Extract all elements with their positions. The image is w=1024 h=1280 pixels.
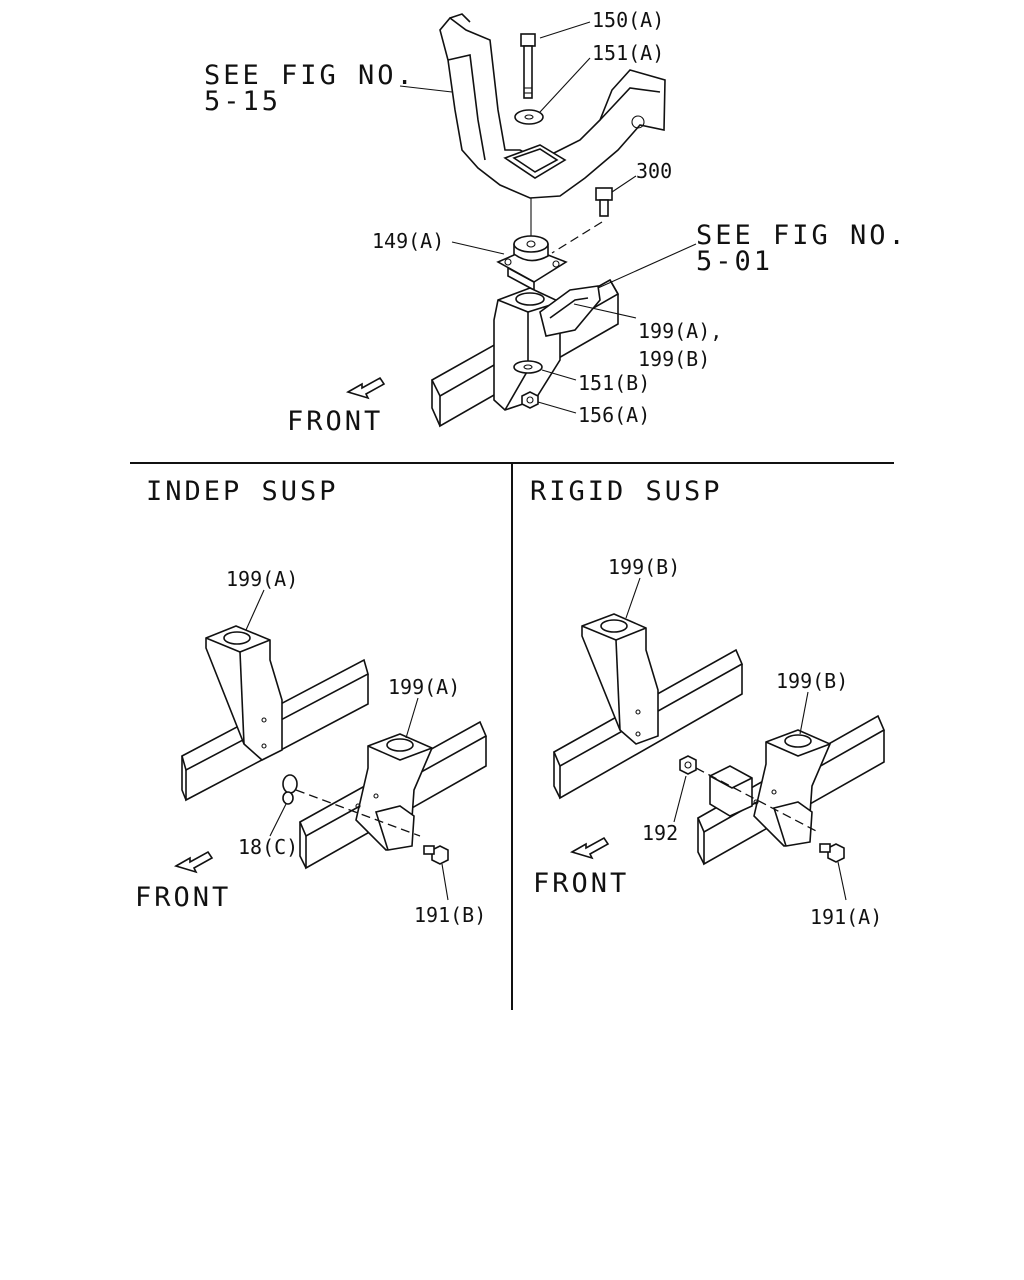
washer-151b [513, 360, 543, 374]
see-fig-5-15-line2: 5-15 [204, 86, 281, 117]
see-fig-5-15-line1: SEE FIG NO. [204, 60, 416, 91]
front-label-top: FRONT [287, 406, 383, 437]
callout-191b: 191(B) [414, 903, 486, 927]
nut-192 [679, 755, 697, 775]
callout-199a-bottom: 199(A) [388, 675, 460, 699]
callout-199a-top: 199(A) [226, 567, 298, 591]
callout-149a: 149(A) [372, 229, 444, 253]
see-fig-5-01-line2: 5-01 [696, 246, 773, 277]
bolt-150a [520, 33, 536, 99]
indep-susp-panel: INDEP SUSP [135, 476, 488, 927]
nut-156a [521, 391, 539, 409]
callout-300: 300 [636, 159, 672, 183]
mount-149a [496, 235, 568, 292]
cab-bracket [439, 13, 666, 199]
rigid-susp-title: RIGID SUSP [530, 476, 723, 507]
callout-191a: 191(A) [810, 905, 882, 929]
bolt-191b [423, 845, 449, 865]
top-assembly: SEE FIG NO. 5-15 SEE FIG NO. 5-01 FRONT … [204, 8, 908, 437]
callout-199ab-line1: 199(A), [638, 319, 722, 343]
front-label-left: FRONT [135, 882, 231, 913]
callout-156a: 156(A) [578, 403, 650, 427]
callout-199b-bottom: 199(B) [776, 669, 848, 693]
indep-susp-title: INDEP SUSP [146, 476, 339, 507]
callout-151a: 151(A) [592, 41, 664, 65]
callout-151b: 151(B) [578, 371, 650, 395]
clip-18c [282, 774, 298, 805]
callout-18c: 18(C) [238, 835, 298, 859]
callout-192: 192 [642, 821, 678, 845]
front-arrow-right [569, 836, 610, 860]
bolt-191a [819, 843, 845, 863]
callout-199b-top: 199(B) [608, 555, 680, 579]
rigid-susp-panel: RIGID SUSP [530, 476, 886, 929]
callout-199ab-line2: 199(B) [638, 347, 710, 371]
bolt-300 [595, 187, 613, 217]
front-arrow-left [173, 850, 214, 874]
front-arrow-top [345, 376, 386, 400]
washer-151a [514, 109, 544, 125]
see-fig-5-01-line1: SEE FIG NO. [696, 220, 908, 251]
callout-150a: 150(A) [592, 8, 664, 32]
front-label-right: FRONT [533, 868, 629, 899]
